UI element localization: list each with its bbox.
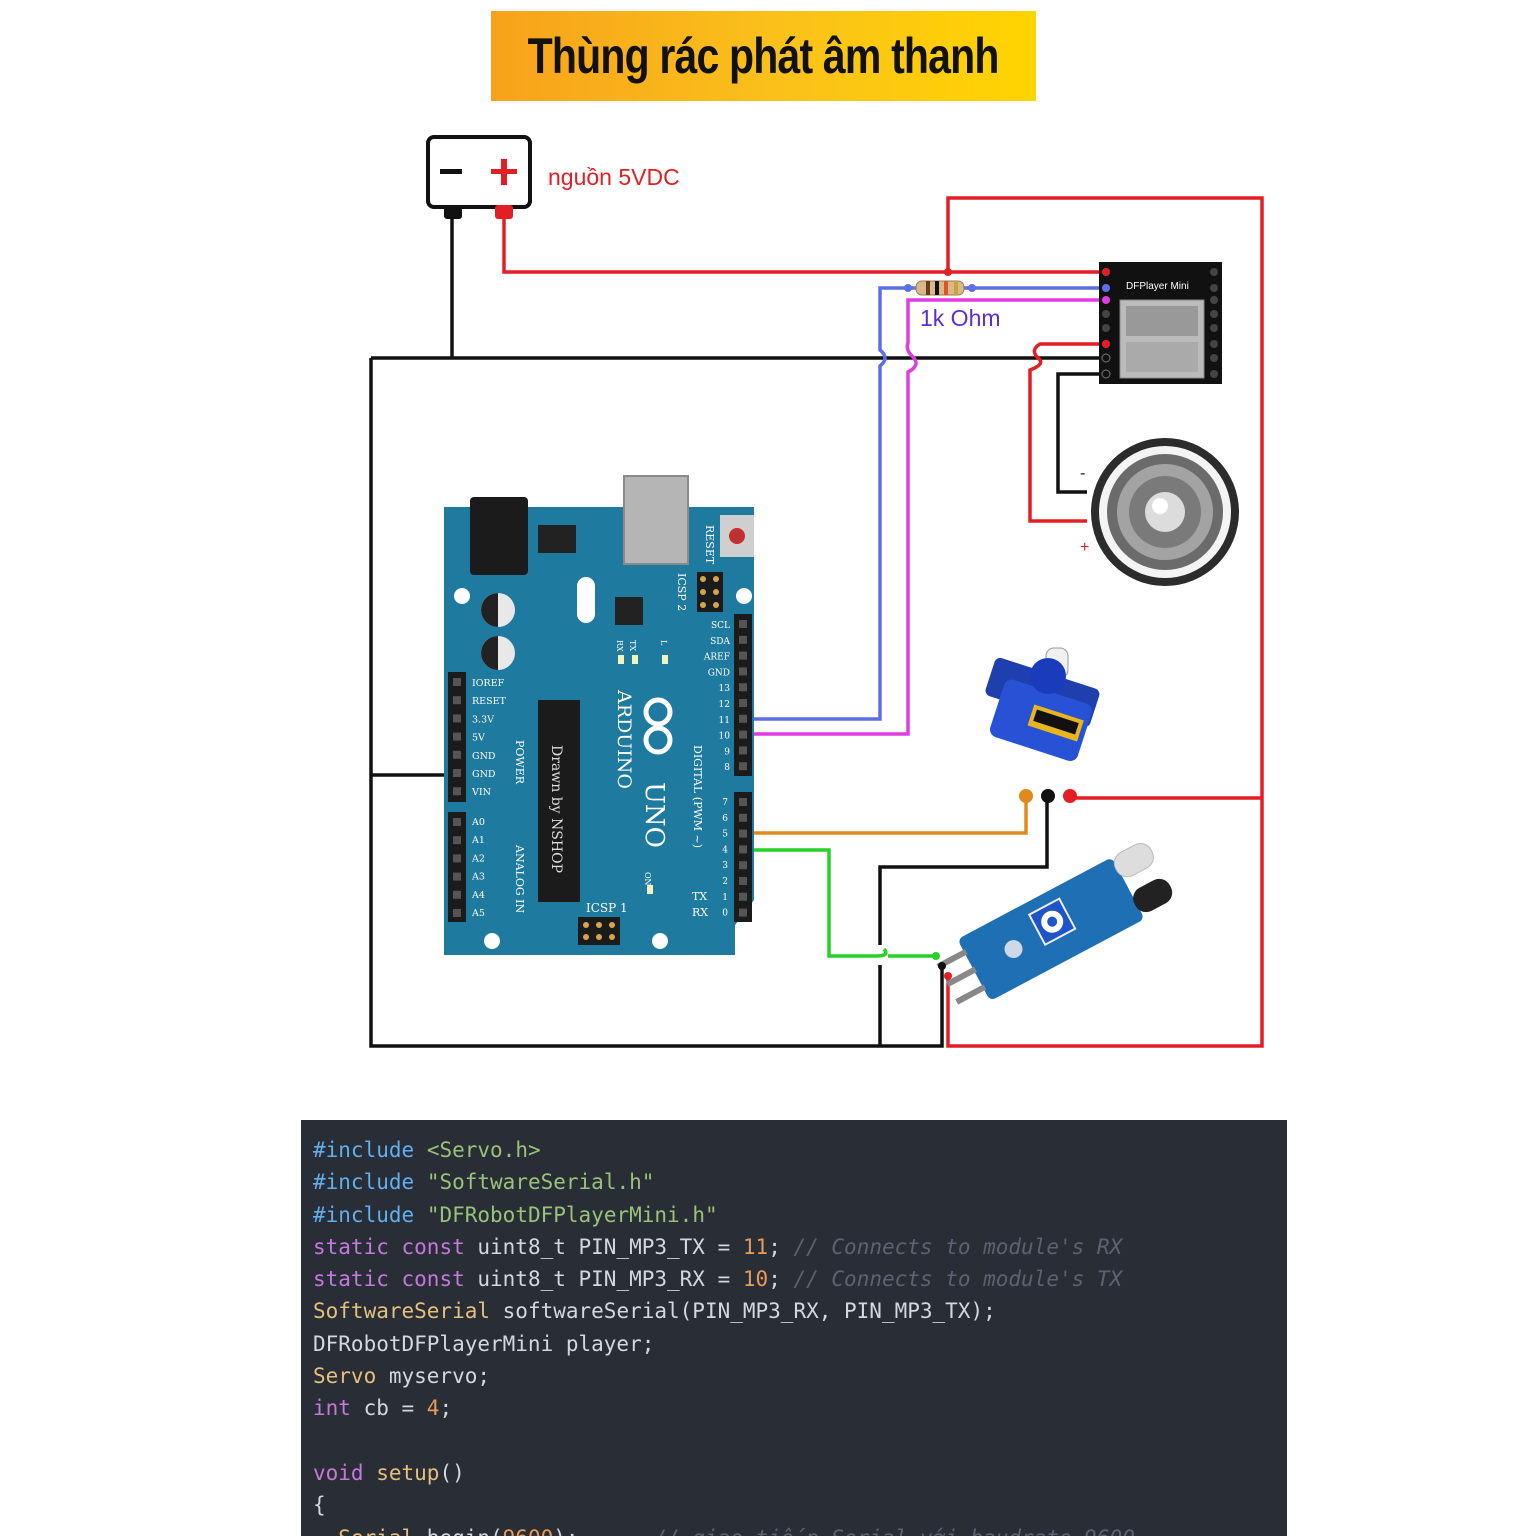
rx-label: RX [692,906,708,919]
arduino-brand: ARDUINO [613,689,635,789]
resistor-1k: 1k Ohm [915,280,1001,331]
pin-label-0: 0 [722,909,728,919]
pin-label-vin: VIN [471,787,491,798]
wires [369,196,1264,1048]
wire-ir-signal [740,848,936,958]
pin-label-sda: SDA [710,637,730,647]
dfplayer-label: DFPlayer Mini [1126,281,1189,292]
pin-label-11: 11 [719,716,730,726]
pin-label-3-3v: 3.3V [472,714,494,725]
pin-label-gnd: GND [472,769,496,780]
pin-label-a3: A3 [471,872,485,883]
servo-motor [985,647,1100,761]
title-banner: Thùng rác phát âm thanh [491,11,1036,101]
reset-label: RESET [703,525,716,565]
pin-label-3: 3 [722,861,728,871]
wire-ground [369,215,1100,1048]
icsp2-label: ICSP 2 [675,573,688,611]
pin-label-13: 13 [719,684,731,694]
pin-label-8: 8 [724,763,730,773]
pin-label-ioref: IOREF [472,678,505,689]
analog-label: ANALOG IN [513,844,526,913]
pin-label-gnd: GND [472,751,496,762]
wiring-diagram: nguồn 5VDC 1k Ohm DFPlayer Mini [369,135,1264,1048]
servo-power-pin [1063,789,1077,803]
speaker-minus-label: - [1080,465,1085,482]
svg-text:L: L [659,640,668,646]
pin-label-a0: A0 [471,817,485,828]
power-label: POWER [513,740,526,785]
servo-ground-pin [1041,789,1055,803]
code-listing: #include <Servo.h> #include "SoftwareSer… [313,1138,1135,1536]
pin-label-gnd: GND [708,668,730,678]
pin-label-2: 2 [722,877,728,887]
wire-speaker-plus [1028,342,1100,523]
servo-signal-pin [1019,789,1033,803]
pin-label-4: 4 [722,845,728,855]
wire-5v-power [502,196,1264,1048]
pin-label-reset: RESET [472,696,507,707]
minus-icon [440,169,462,174]
pin-label-6: 6 [722,814,728,824]
power-supply: nguồn 5VDC [426,135,680,219]
pin-label-1: 1 [722,893,728,903]
pin-label-aref: AREF [703,653,730,663]
power-source-label: nguồn 5VDC [548,164,680,190]
pin-label-12: 12 [719,700,730,710]
icsp1-label: ICSP 1 [586,901,628,915]
pin-label-a5: A5 [471,908,485,919]
wire-servo-signal [740,797,1028,835]
svg-text:ON: ON [643,872,652,886]
page-title: Thùng rác phát âm thanh [528,28,1000,84]
speaker-plus-label: + [1080,539,1089,556]
tx-label: TX [692,890,707,903]
arduino-uno: Drawn by NSHOP ARDUINO UNO RX TX L ON RE… [444,475,754,955]
pin-label-scl: SCL [711,621,730,631]
pin-label-5v: 5V [472,733,485,744]
pin-label-a2: A2 [471,853,485,864]
ir-sensor [936,843,1173,1005]
pin-label-5: 5 [722,830,728,840]
wire-rx-magenta [740,298,1100,736]
wire-speaker-minus [1056,372,1100,494]
resistor-label: 1k Ohm [920,305,1001,331]
pin-label-10: 10 [719,732,731,742]
svg-text:TX: TX [628,640,637,651]
code-block: #include <Servo.h> #include "SoftwareSer… [301,1120,1287,1536]
wire-tx-blue [740,286,1100,721]
pin-label-a4: A4 [471,890,485,901]
pin-label-9: 9 [724,747,730,757]
arduino-model: UNO [639,782,669,848]
digital-label: DIGITAL (PWM ~) [691,745,704,848]
pin-label-7: 7 [722,798,728,808]
dfplayer-module: DFPlayer Mini [1099,262,1222,384]
speaker: - + [1080,438,1239,586]
pin-label-a1: A1 [471,835,485,846]
svg-text:RX: RX [615,640,624,652]
chip-label: Drawn by NSHOP [548,745,564,873]
